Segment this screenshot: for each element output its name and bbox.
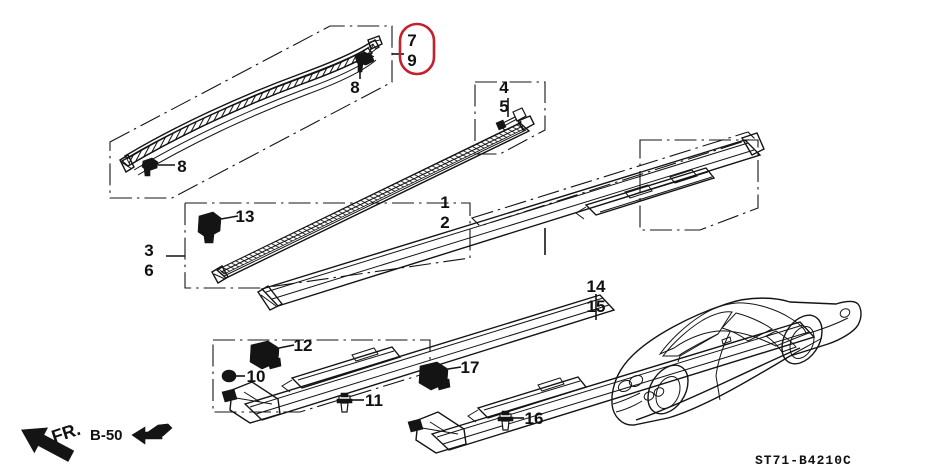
callout-11: 11 — [365, 391, 383, 410]
part-clip-17 — [418, 361, 462, 391]
group-box-sash-molding — [184, 202, 471, 289]
callout-8-lower: 8 — [177, 157, 186, 176]
callout-6: 6 — [144, 261, 153, 280]
callout-3: 3 — [144, 241, 153, 260]
callout-5: 5 — [499, 97, 508, 116]
callout-8-upper: 8 — [350, 78, 359, 97]
callout-7: 7 — [407, 31, 416, 50]
b50-reference: B-50 — [90, 423, 173, 445]
callout-15: 15 — [587, 297, 606, 316]
group-box-roof-molding — [109, 25, 393, 199]
group-box-lower-sill-left — [212, 339, 431, 413]
callout-10: 10 — [247, 367, 266, 386]
b50-label: B-50 — [90, 427, 123, 444]
group-box-clip-45 — [474, 81, 546, 155]
clip-icon — [147, 423, 173, 439]
fr-direction-marker: FR. — [21, 419, 83, 462]
part-screw-11 — [336, 392, 364, 413]
callout-13: 13 — [236, 207, 255, 226]
part-clip-12 — [249, 340, 295, 370]
part-code-label: ST71-B4210C — [755, 453, 852, 468]
arrow-left-down-icon — [21, 427, 75, 462]
callout-14: 14 — [587, 277, 606, 296]
callout-16: 16 — [525, 409, 544, 428]
part-clip-8-lower — [141, 157, 175, 177]
vehicle-illustration — [611, 297, 862, 426]
callout-12: 12 — [294, 336, 313, 355]
part-roof-drip-molding — [119, 35, 383, 176]
part-grommet-10 — [221, 369, 245, 383]
group-box-sill-12 — [470, 131, 756, 227]
callout-4: 4 — [499, 78, 509, 97]
part-screw-16 — [497, 410, 524, 431]
part-door-sash-molding — [211, 115, 535, 284]
callout-17: 17 — [461, 358, 480, 377]
part-clip-8-upper — [354, 51, 375, 79]
callout-9: 9 — [407, 51, 416, 70]
callout-1: 1 — [440, 193, 449, 212]
part-side-sill-garnish-12 — [257, 132, 765, 311]
group-box-sill-1415 — [639, 139, 759, 231]
part-lower-sill-left — [221, 294, 616, 424]
callout-2: 2 — [440, 213, 449, 232]
part-clip-13 — [197, 211, 239, 244]
part-clip-5 — [495, 98, 527, 132]
highlight-ring-79 — [398, 22, 436, 76]
